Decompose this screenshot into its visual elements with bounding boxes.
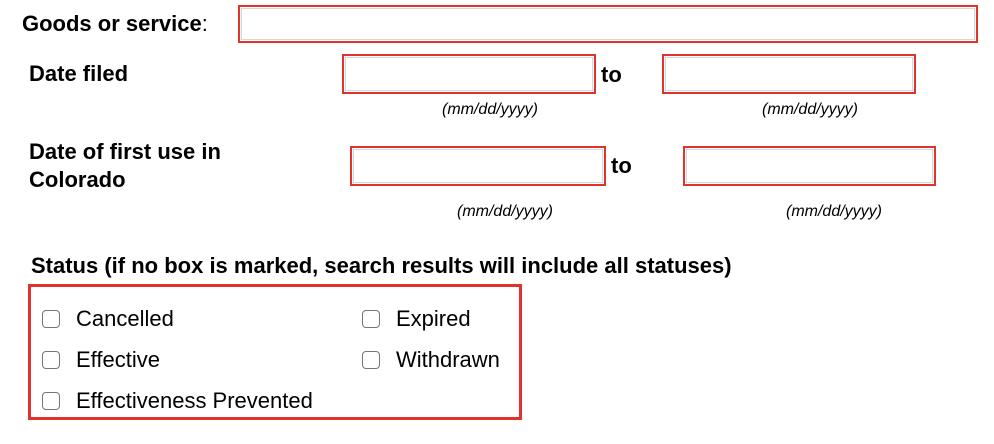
status-option-effectiveness-prevented[interactable]: Effectiveness Prevented [42,388,313,414]
status-option-label: Cancelled [76,306,174,331]
date-filed-from-input[interactable] [342,54,596,94]
checkbox-expired[interactable] [362,310,380,328]
date-filed-to-hint: (mm/dd/yyyy) [762,101,858,118]
date-filed-to-input[interactable] [662,54,916,94]
date-filed-from-hint: (mm/dd/yyyy) [442,101,538,118]
date-filed-label: Date filed [29,61,129,86]
goods-label: Goods or service: [22,10,208,38]
status-option-label: Effective [76,347,160,372]
checkbox-effective[interactable] [42,351,60,369]
goods-label-text: Goods or service [22,11,202,36]
date-filed-to-label: to [601,62,622,87]
first-use-from-hint: (mm/dd/yyyy) [457,203,553,220]
first-use-from-input[interactable] [350,146,606,186]
first-use-label: Date of first use in Colorado [29,138,221,194]
first-use-label-line1: Date of first use in [29,139,221,164]
first-use-to-input[interactable] [683,146,936,186]
status-heading: Status (if no box is marked, search resu… [31,253,732,278]
first-use-label-line2: Colorado [29,167,126,192]
status-option-withdrawn[interactable]: Withdrawn [362,347,500,373]
status-option-label: Withdrawn [396,347,500,372]
checkbox-effectiveness-prevented[interactable] [42,392,60,410]
status-options-group: Cancelled Effective Effectiveness Preven… [28,284,522,420]
first-use-to-hint: (mm/dd/yyyy) [786,203,882,220]
status-option-label: Effectiveness Prevented [76,388,313,413]
first-use-to-label: to [611,153,632,178]
status-option-label: Expired [396,306,471,331]
checkbox-cancelled[interactable] [42,310,60,328]
goods-service-input[interactable] [238,5,978,43]
status-option-cancelled[interactable]: Cancelled [42,306,174,332]
goods-label-colon: : [201,11,208,36]
status-option-expired[interactable]: Expired [362,306,471,332]
status-option-effective[interactable]: Effective [42,347,160,373]
checkbox-withdrawn[interactable] [362,351,380,369]
